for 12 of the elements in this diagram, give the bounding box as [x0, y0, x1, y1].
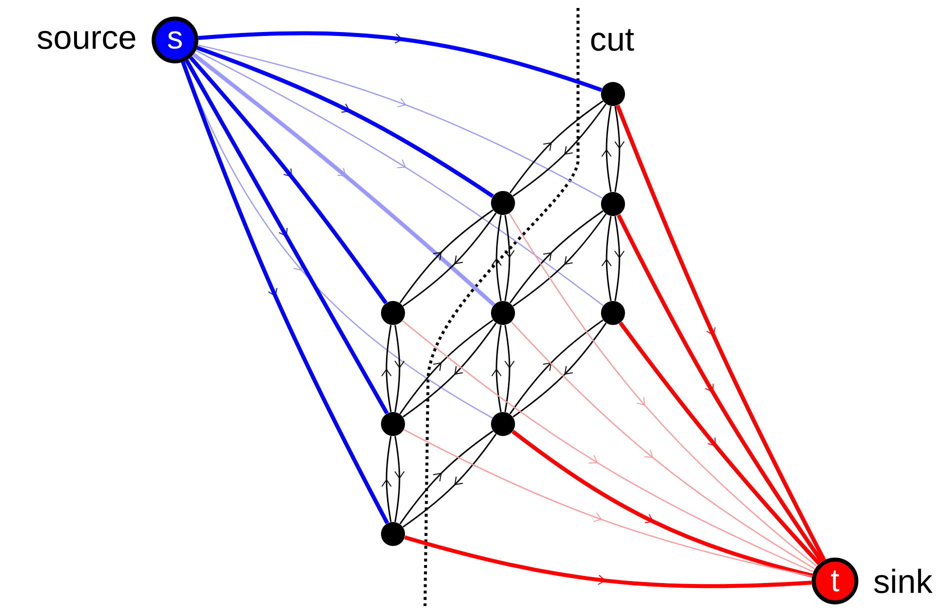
vertex-dot	[381, 412, 405, 436]
vertex-dot	[491, 191, 515, 215]
vertex-dot	[601, 192, 625, 216]
vertex-dot	[491, 300, 515, 325]
vertex-dot	[491, 412, 515, 436]
vertex-dot	[381, 522, 405, 546]
vertex-dot	[601, 300, 625, 325]
node-label: source	[38, 30, 136, 50]
cut-label: cut	[591, 29, 634, 51]
vertex-dot	[381, 300, 405, 325]
vertex-dot	[601, 82, 625, 106]
node-label: sink	[874, 568, 933, 594]
